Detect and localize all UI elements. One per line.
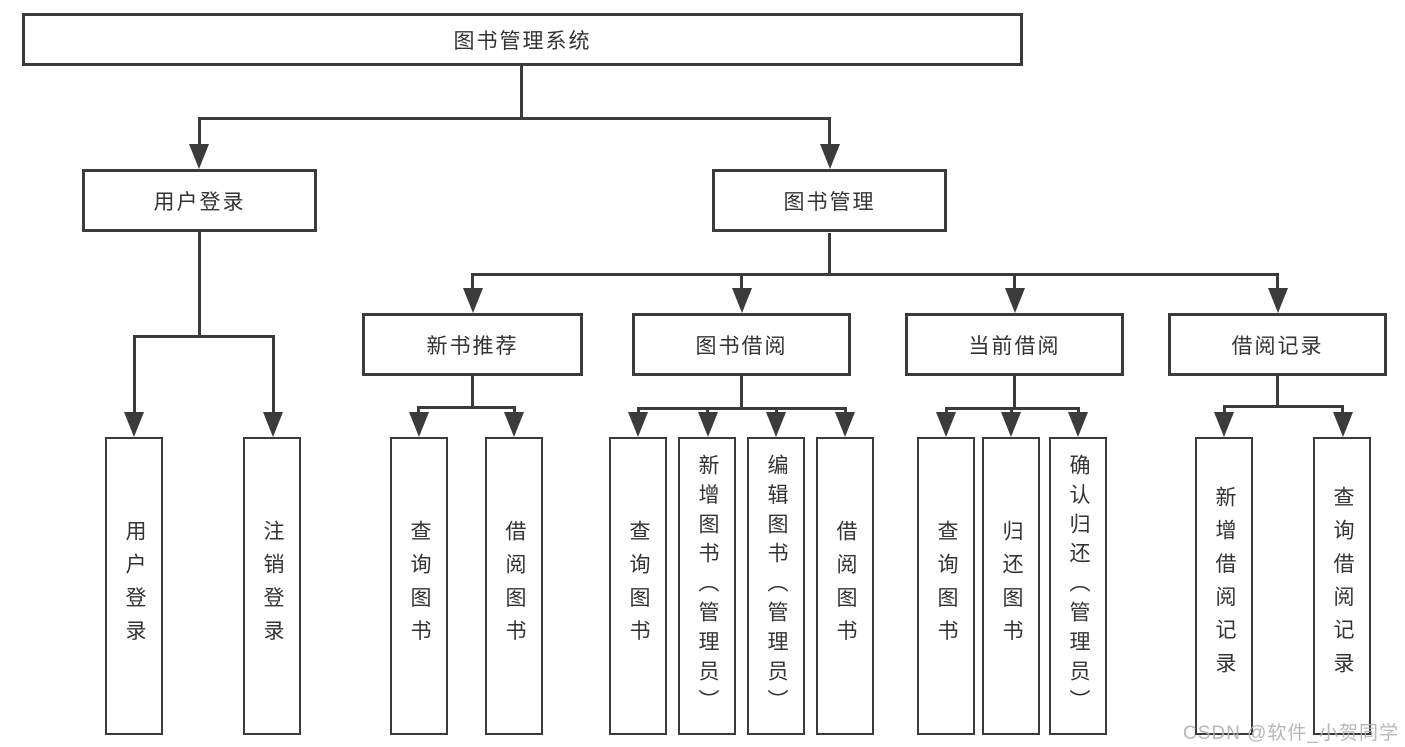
arrow-to-current-borrow (1004, 288, 1025, 313)
edge-stem-book-management (828, 117, 831, 145)
node-user-login-label: 用户登录 (153, 190, 246, 214)
leaf-newbook-query-books: 查询图书 (390, 437, 448, 735)
edge-new-book-drop (471, 376, 474, 406)
leaf-newbook-borrow-books-label: 借阅图书 (503, 519, 526, 653)
node-root-label: 图书管理系统 (453, 29, 592, 53)
node-user-login: 用户登录 (82, 169, 317, 232)
leaf-logout: 注销登录 (243, 437, 301, 735)
leaf-borrow-query-books-label: 查询图书 (627, 519, 650, 653)
node-new-book-recommend: 新书推荐 (362, 313, 583, 376)
leaf-borrow-add-books-admin-label: 新增图书（管理员） (696, 453, 719, 719)
edge-stem-bb-borrow (843, 407, 847, 414)
arrow-to-br-query (1332, 412, 1353, 437)
node-book-borrow: 图书借阅 (632, 313, 851, 376)
node-book-borrow-label: 图书借阅 (695, 334, 788, 358)
edge-stem-new-book (471, 273, 474, 289)
edge-user-login-drop (197, 232, 201, 335)
arrow-to-cb-confirm (1068, 412, 1088, 437)
leaf-borrow-add-books-admin: 新增图书（管理员） (678, 437, 736, 735)
node-current-borrow-label: 当前借阅 (968, 334, 1061, 358)
edge-stem-current-borrow (1013, 273, 1016, 289)
edge-borrow-record-bus (1222, 405, 1344, 408)
leaf-borrow-edit-books-admin: 编辑图书（管理员） (747, 437, 805, 735)
arrow-to-nb-borrow (504, 412, 524, 437)
leaf-record-query-borrow-record-label: 查询借阅记录 (1331, 486, 1354, 686)
arrow-to-nb-query (408, 412, 429, 437)
leaf-current-confirm-return-admin-label: 确认归还（管理员） (1067, 453, 1090, 719)
edge-stem-br-add (1222, 405, 1226, 414)
arrow-to-bb-borrow (835, 412, 855, 437)
leaf-borrow-borrow-books-label: 借阅图书 (834, 519, 857, 653)
arrow-to-leaf-logout (263, 412, 283, 437)
edge-stem-nb-query (417, 406, 420, 414)
leaf-current-confirm-return-admin: 确认归还（管理员） (1049, 437, 1107, 735)
arrow-to-br-add (1214, 412, 1234, 437)
edge-book-borrow-drop (740, 376, 743, 407)
arrow-to-bb-query (628, 412, 648, 437)
arrow-to-book-borrow (731, 288, 752, 313)
leaf-current-query-books: 查询图书 (917, 437, 975, 735)
edge-book-borrow-bus (636, 407, 847, 410)
edge-root-drop (519, 66, 523, 117)
arrow-to-bb-edit (766, 412, 786, 437)
leaf-borrow-borrow-books: 借阅图书 (816, 437, 874, 735)
edge-stem-cb-confirm (1076, 407, 1080, 414)
leaf-user-login-label: 用户登录 (123, 519, 146, 653)
edge-user-login-bus (132, 335, 275, 338)
arrow-to-book-management (819, 144, 840, 169)
edge-stem-bb-query (636, 407, 640, 414)
leaf-newbook-borrow-books: 借阅图书 (485, 437, 543, 735)
edge-stem-bb-edit (774, 407, 778, 414)
node-borrow-record-label: 借阅记录 (1231, 334, 1324, 358)
node-current-borrow: 当前借阅 (905, 313, 1124, 376)
node-book-management: 图书管理 (712, 169, 947, 232)
csdn-watermark: CSDN @软件_小贺同学 (1183, 723, 1399, 744)
leaf-current-query-books-label: 查询图书 (935, 519, 958, 653)
edge-book-management-bus (471, 273, 1279, 276)
edge-stem-br-query (1341, 405, 1344, 414)
edge-root-bus (197, 117, 831, 120)
leaf-record-add-borrow-record: 新增借阅记录 (1195, 437, 1253, 735)
edge-stem-bb-add (706, 407, 709, 414)
edge-stem-borrow-record (1276, 273, 1279, 289)
node-borrow-record: 借阅记录 (1168, 313, 1387, 376)
arrow-to-user-login (189, 144, 209, 169)
arrow-to-leaf-user-login (124, 412, 144, 437)
arrow-to-cb-return (1001, 412, 1021, 437)
node-root-system: 图书管理系统 (22, 13, 1023, 66)
leaf-borrow-query-books: 查询图书 (609, 437, 667, 735)
leaf-user-login: 用户登录 (105, 437, 163, 735)
arrow-to-bb-add (697, 412, 718, 437)
arrow-to-new-book (462, 288, 483, 313)
leaf-borrow-edit-books-admin-label: 编辑图书（管理员） (765, 453, 788, 719)
edge-stem-user-login (197, 117, 201, 145)
edge-borrow-record-drop (1276, 376, 1279, 405)
edge-stem-book-borrow (740, 273, 743, 289)
leaf-current-return-books-label: 归还图书 (1000, 519, 1023, 653)
arrow-to-cb-query (936, 412, 956, 437)
edge-new-book-bus (417, 406, 516, 409)
node-book-management-label: 图书管理 (783, 190, 876, 214)
edge-stem-nb-borrow (512, 406, 516, 414)
edge-book-management-drop (828, 233, 831, 273)
leaf-record-query-borrow-record: 查询借阅记录 (1313, 437, 1371, 735)
arrow-to-borrow-record (1267, 288, 1288, 313)
edge-stem-leaf-user-login (132, 335, 136, 413)
edge-stem-leaf-logout (271, 335, 275, 413)
leaf-current-return-books: 归还图书 (982, 437, 1040, 735)
leaf-record-add-borrow-record-label: 新增借阅记录 (1213, 486, 1236, 686)
leaf-logout-label: 注销登录 (261, 519, 284, 653)
edge-current-borrow-drop (1013, 376, 1016, 407)
node-new-book-recommend-label: 新书推荐 (426, 334, 519, 358)
leaf-newbook-query-books-label: 查询图书 (408, 519, 431, 653)
edge-stem-cb-query (944, 407, 948, 414)
edge-stem-cb-return (1009, 407, 1013, 414)
